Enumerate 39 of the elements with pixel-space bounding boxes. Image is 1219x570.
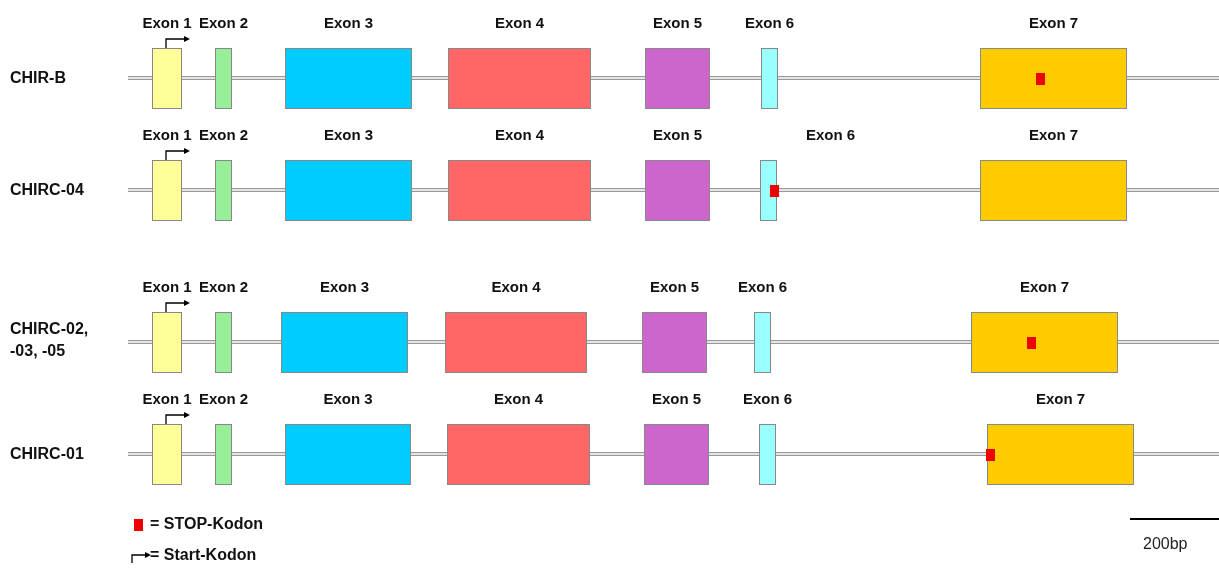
exon-label: Exon 5	[652, 126, 703, 143]
row-label: CHIRC-01	[10, 445, 84, 463]
exon-label: Exon 3	[323, 126, 374, 143]
legend-label: = STOP-Kodon	[150, 515, 264, 533]
row-label: CHIR-B	[10, 69, 66, 87]
stop-codon-mark	[986, 449, 995, 461]
exon-label: Exon 5	[651, 390, 702, 407]
exon-label: Exon 4	[493, 390, 544, 407]
exon-label: Exon 7	[1035, 390, 1086, 407]
exon-label: Exon 5	[652, 14, 703, 31]
legend-label: = Start-Kodon	[150, 546, 257, 564]
exon-label: Exon 4	[494, 126, 545, 143]
stop-codon-mark	[1027, 337, 1036, 349]
exon-label: Exon 7	[1019, 278, 1070, 295]
exon-label: Exon 6	[805, 126, 856, 143]
exon-label: Exon 1	[142, 390, 192, 407]
scale-label: 200bp	[1143, 535, 1188, 553]
stop-codon-mark	[1036, 73, 1045, 85]
exon-label: Exon 4	[494, 14, 545, 31]
exon-label: Exon 3	[319, 278, 370, 295]
exon-label: Exon 2	[198, 390, 249, 407]
row-label: CHIRC-02, -03, -05	[10, 319, 90, 361]
exon-label: Exon 6	[744, 14, 795, 31]
row-label: CHIRC-04	[10, 181, 84, 199]
exon-label: Exon 6	[737, 278, 788, 295]
exon-label: Exon 1	[142, 278, 192, 295]
exon-label: Exon 2	[198, 126, 249, 143]
exon-label: Exon 7	[1028, 14, 1079, 31]
exon-label: Exon 5	[649, 278, 700, 295]
exon-label: Exon 3	[323, 14, 374, 31]
exon-label: Exon 2	[198, 278, 249, 295]
exon-label: Exon 7	[1028, 126, 1079, 143]
stop-codon-mark	[770, 185, 779, 197]
exon-label: Exon 1	[142, 126, 192, 143]
exon-label: Exon 3	[323, 390, 373, 407]
exon-label: Exon 6	[742, 390, 793, 407]
exon-label: Exon 1	[142, 14, 192, 31]
exon-label: Exon 2	[198, 14, 249, 31]
exon-label: Exon 4	[491, 278, 541, 295]
